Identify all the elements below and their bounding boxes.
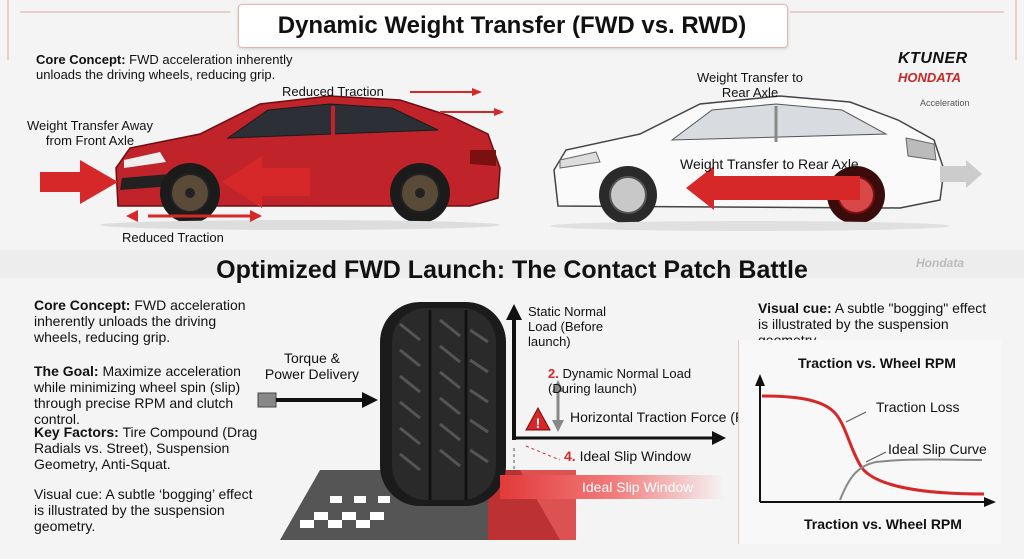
bottom-core-label: Core Concept: <box>34 297 131 313</box>
goal-text: The Goal: Maximize acceleration while mi… <box>34 363 274 427</box>
weight-away-arrow <box>40 160 118 204</box>
static-load-label: Static Normal Load (Before launch) <box>528 304 607 349</box>
goal-body: Maximize acceleration while minimizing w… <box>34 363 241 427</box>
key-factors: Key Factors: Tire Compound (Drag Radials… <box>34 424 270 472</box>
reduced-traction-top: Reduced Traction <box>282 84 384 99</box>
acceleration-label: Acceleration <box>920 98 970 108</box>
visual-cue-right-label: Visual cue: <box>758 300 832 316</box>
weight-rear-axle-arrow-label: Weight Transfer to Rear Axle <box>680 156 859 172</box>
bottom-core-concept: Core Concept: FWD acceleration inherentl… <box>34 297 262 345</box>
bottom-title: Optimized FWD Launch: The Contact Patch … <box>216 256 808 284</box>
top-core-text: FWD acceleration inherently unloads the … <box>36 52 293 82</box>
top-title: Dynamic Weight Transfer (FWD vs. RWD) <box>277 12 747 39</box>
weight-away-label: Weight Transfer Away from Front Axle <box>27 118 153 148</box>
rearward-arrow <box>222 156 310 208</box>
chart-title-bottom: Traction vs. Wheel RPM <box>804 516 962 532</box>
visual-cue-left: Visual cue: A subtle ‘bogging’ effect is… <box>34 486 253 534</box>
ideal-slip-curve-label: Ideal Slip Curve <box>888 441 987 457</box>
dynamic-load-label: 2. Dynamic Normal Load (During launch) <box>548 366 698 396</box>
slip-window-text: Ideal Slip Window <box>579 448 691 464</box>
slip-window-band <box>500 475 724 499</box>
dynamic-load-text: Dynamic Normal Load (During launch) <box>548 366 692 396</box>
torque-label: Torque & Power Delivery <box>264 350 360 382</box>
top-title-box <box>238 4 788 48</box>
horizontal-force-text: Horizontal Traction Force (F <box>570 409 744 425</box>
slip-window-number: 4. <box>564 448 576 464</box>
slip-window-label: 4. Ideal Slip Window <box>564 448 691 464</box>
key-factors-label: Key Factors: <box>34 424 119 440</box>
top-core-concept: Core Concept: FWD acceleration inherentl… <box>36 52 306 82</box>
top-core-label: Core Concept: <box>36 52 126 67</box>
bottom-core-text: FWD acceleration inherently unloads the … <box>34 297 246 345</box>
chart-title-top: Traction vs. Wheel RPM <box>798 355 956 371</box>
brand-hondata: HONDATA <box>898 70 962 85</box>
traction-chart-panel <box>738 340 1001 544</box>
slip-window-band-text: Ideal Slip Window <box>582 479 694 495</box>
key-factors-body: Tire Compound (Drag Radials vs. Street),… <box>34 424 258 472</box>
ideal-slip-curve <box>839 458 983 501</box>
brand-ktuner: KTUNER <box>898 50 968 67</box>
weight-rear-arrow <box>686 166 860 210</box>
acceleration-arrow <box>940 160 982 188</box>
traction-curve <box>761 394 985 496</box>
svg-text:!: ! <box>536 415 541 431</box>
goal-label: The Goal: <box>34 363 99 379</box>
weight-rear-axle-top: Weight Transfer to Rear Axle <box>697 70 803 100</box>
reduced-traction-bottom: Reduced Traction <box>122 230 224 245</box>
hondata-watermark: Hondata <box>916 256 964 270</box>
dynamic-load-number: 2. <box>548 366 559 381</box>
traction-loss-label: Traction Loss <box>876 399 960 415</box>
